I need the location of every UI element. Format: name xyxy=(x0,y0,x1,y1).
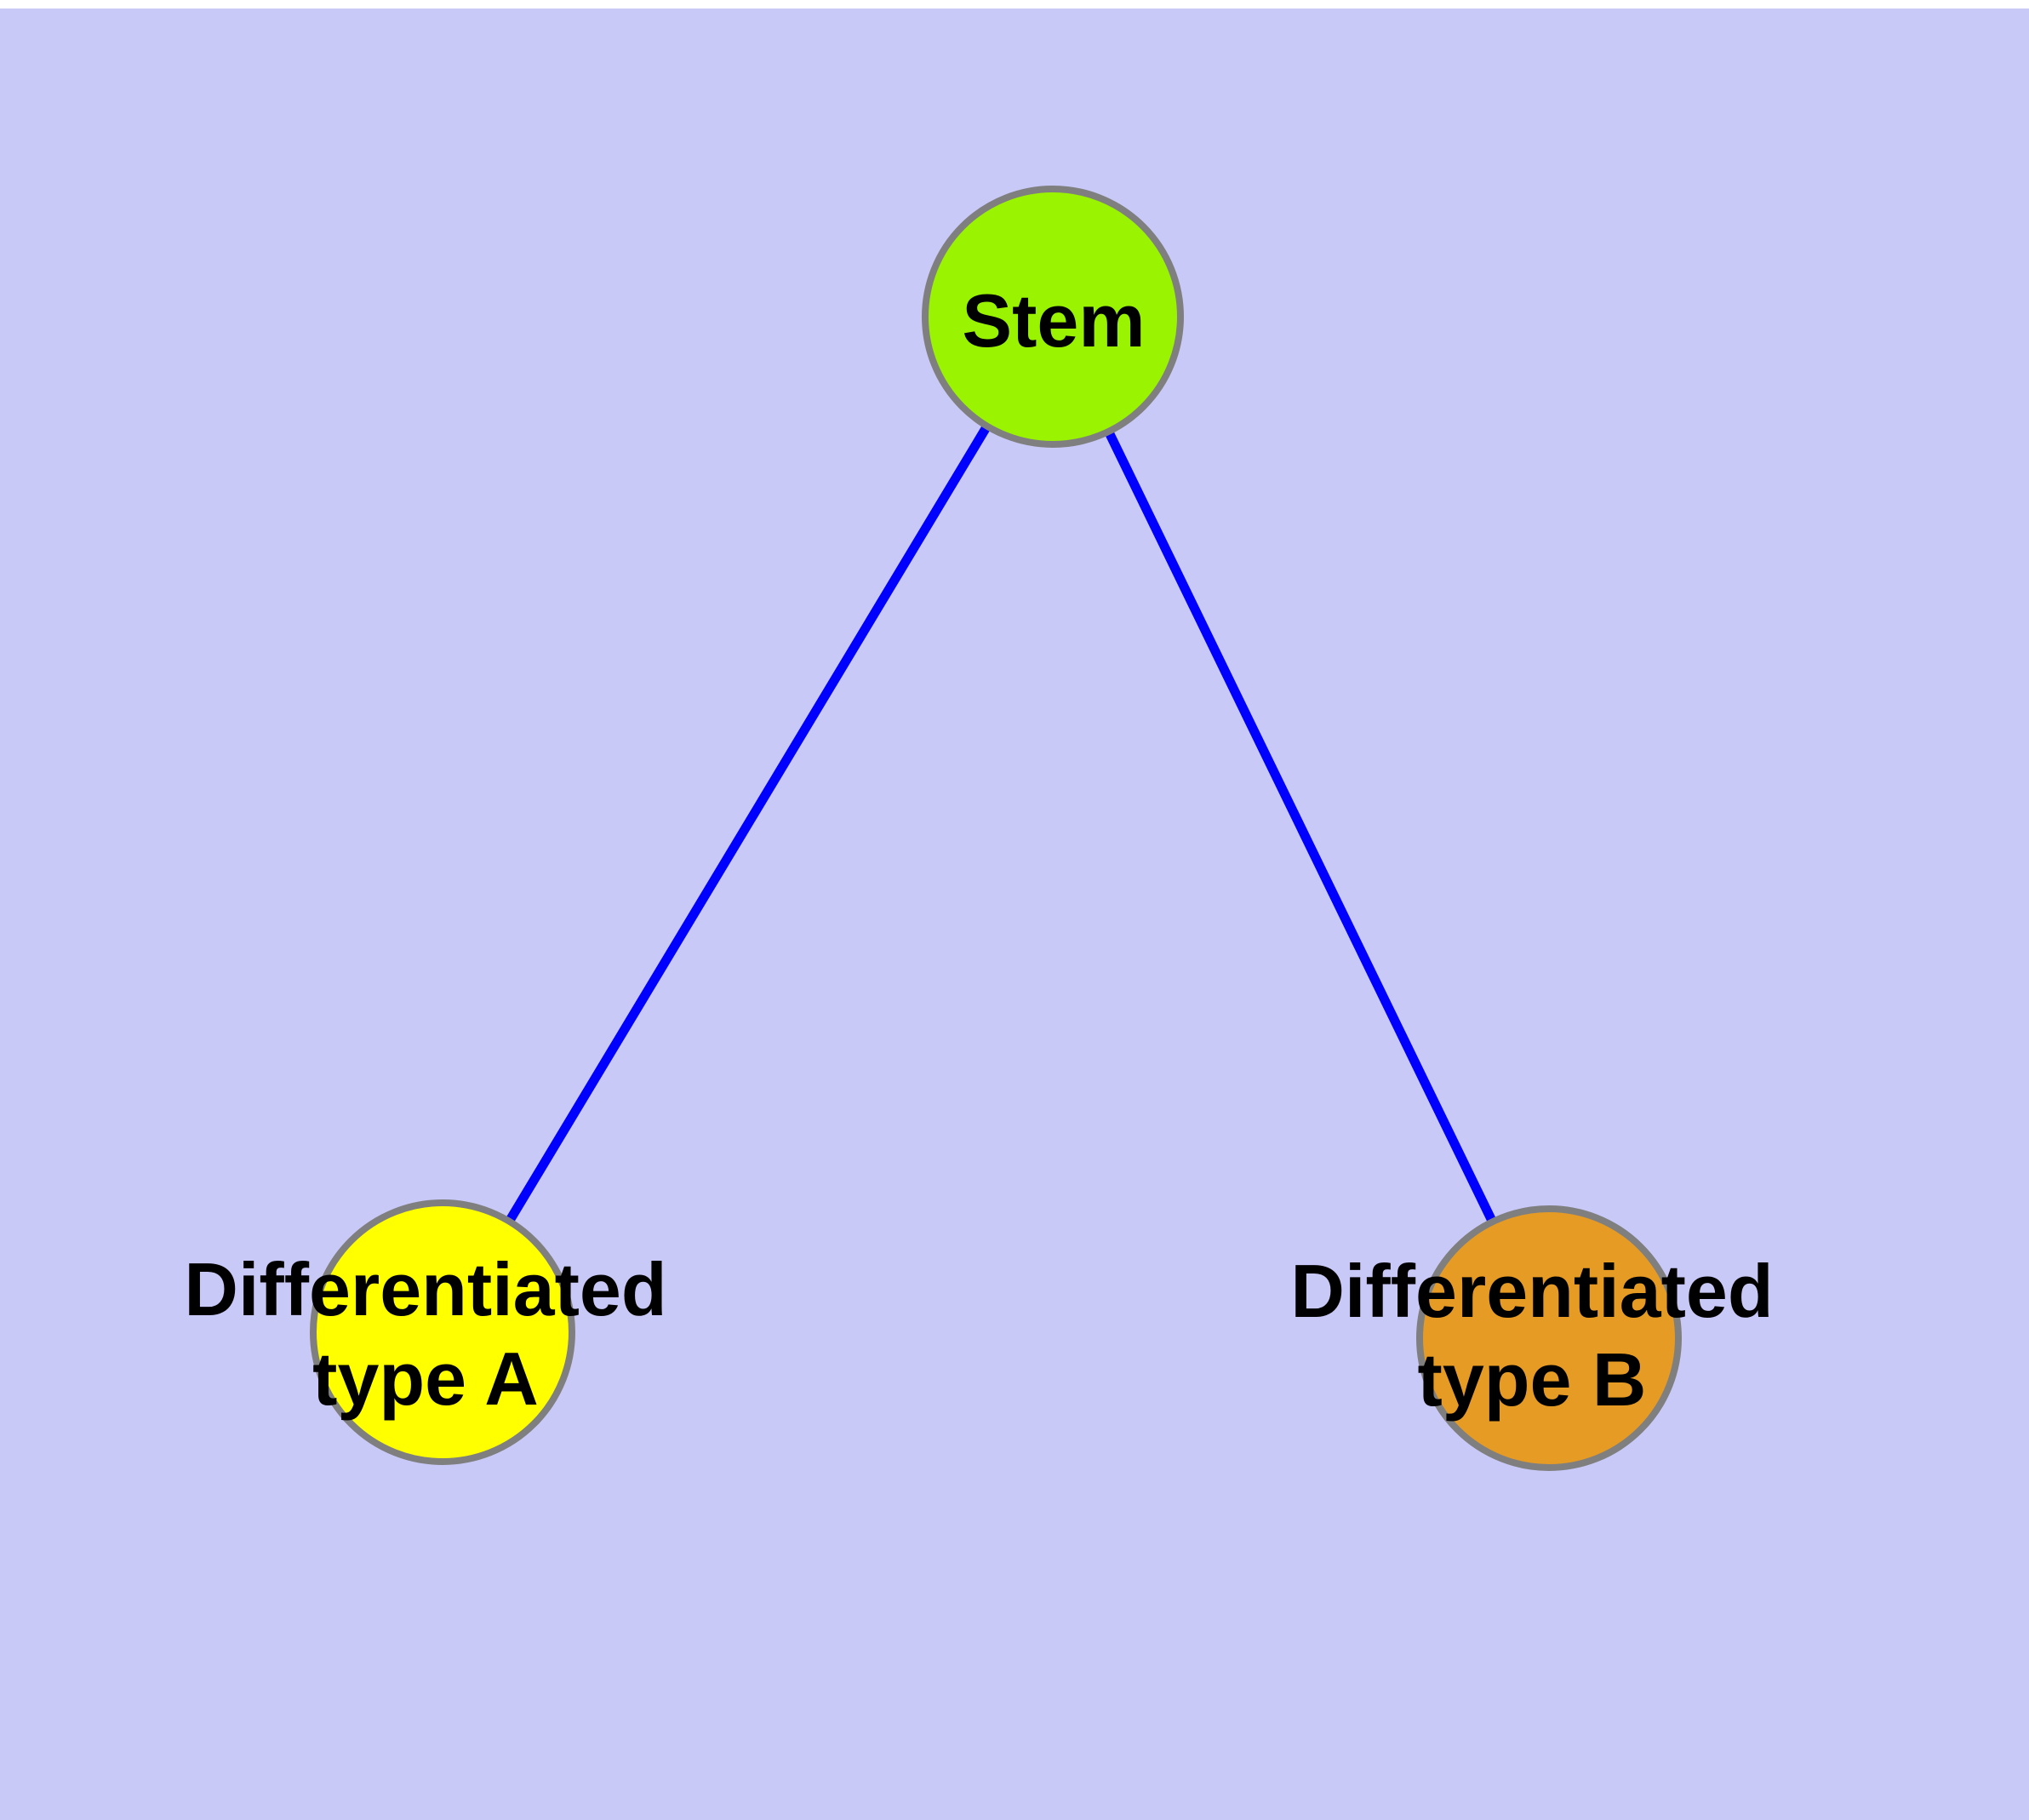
type-a-node xyxy=(310,1199,575,1465)
type-a-node-label-line2: type A xyxy=(312,1336,539,1421)
edge-stem-to-type-b xyxy=(1049,314,1553,1341)
stem-node-label: Stem xyxy=(962,278,1145,363)
edge-stem-to-type-a xyxy=(438,314,1057,1335)
type-b-node xyxy=(1416,1205,1682,1471)
type-b-node-label-line2: type B xyxy=(1418,1337,1647,1422)
type-a-node-label-line1: Differentiated xyxy=(184,1247,666,1331)
stem-node xyxy=(922,186,1184,448)
type-b-node-label-line1: Differentiated xyxy=(1290,1249,1773,1333)
top-edge-strip xyxy=(0,0,2029,9)
